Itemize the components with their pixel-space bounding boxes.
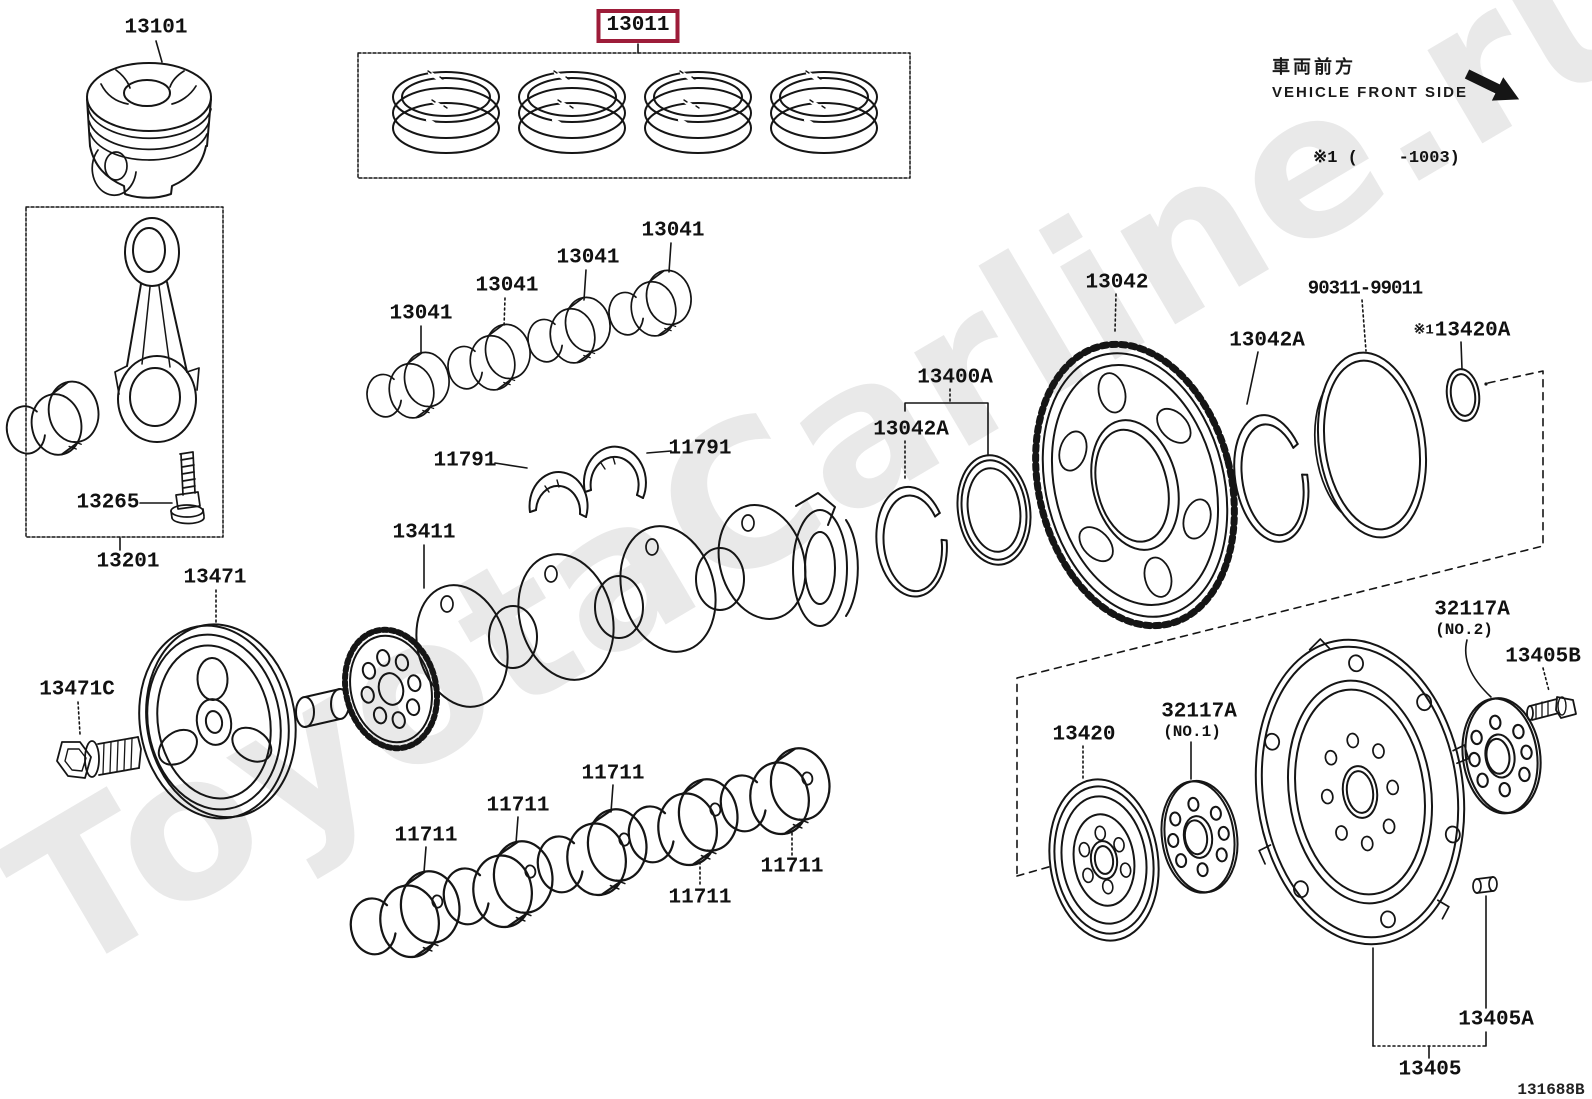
ring-gear-drawing [1032, 340, 1238, 630]
thrust-washer-1 [528, 471, 589, 518]
part-label-11711-2[interactable]: 11711 [486, 794, 550, 818]
part-label-13471[interactable]: 13471 [183, 566, 247, 590]
part-label-90311-99011[interactable]: 90311-99011 [1307, 277, 1423, 300]
part-label-13420A[interactable]: ※113420A [1413, 319, 1511, 343]
part-label-13405B[interactable]: 13405B [1505, 645, 1581, 669]
vehicle-front-label-jp: 車両前方 [1272, 57, 1356, 77]
ring-13420a-drawing [1445, 368, 1481, 422]
ring-set-4 [769, 69, 879, 155]
crankshaft-drawing [295, 492, 859, 752]
drive-plate-bolt-drawing [1526, 696, 1577, 721]
vehicle-front-label-en: VEHICLE FRONT SIDE [1272, 84, 1469, 101]
sensor-plate-ring-drawing [956, 454, 1032, 566]
note-ref-mark: ※1 [1413, 322, 1434, 339]
part-label-13265[interactable]: 13265 [76, 491, 140, 515]
part-label-13471C[interactable]: 13471C [39, 678, 115, 702]
part-label-13405A[interactable]: 13405A [1458, 1008, 1534, 1032]
main-bearing-5 [715, 745, 836, 842]
connecting-rod-box [0, 206, 224, 538]
part-label-13041-4[interactable]: 13041 [641, 219, 705, 243]
spacer-no2-drawing [1454, 692, 1549, 820]
part-label-13400A[interactable]: 13400A [917, 366, 993, 390]
crankshaft-pulley-drawing [138, 623, 297, 820]
ring-set-1 [391, 69, 501, 155]
spacer-no1-drawing [1153, 775, 1246, 899]
drive-plate-drawing [1254, 638, 1470, 946]
part-label-32117A-no1[interactable]: 32117A [1161, 700, 1237, 724]
pin-drawing [1472, 876, 1498, 894]
dashed-plane [1016, 370, 1544, 877]
diagram-code: 131688B [1517, 1081, 1585, 1099]
part-label-32117A-no2[interactable]: 32117A [1434, 598, 1510, 622]
part-sublabel-no2: (NO.2) [1435, 621, 1493, 639]
dash-start-dot [1484, 382, 1488, 386]
part-label-13405[interactable]: 13405 [1398, 1058, 1462, 1082]
part-sublabel-no1: (NO.1) [1163, 723, 1221, 741]
rod-bearing-in-box [0, 376, 106, 465]
part-label-11791-1[interactable]: 11791 [433, 449, 497, 473]
part-label-13101[interactable]: 13101 [124, 16, 188, 40]
thrust-washer-2 [582, 445, 647, 499]
part-label-13420[interactable]: 13420 [1052, 723, 1116, 747]
part-label-13042A-1[interactable]: 13042A [873, 418, 949, 442]
vehicle-front-arrow-icon [1464, 69, 1520, 101]
leader-lines [77, 40, 1550, 1059]
ring-set-2 [517, 69, 627, 155]
part-label-11711-1[interactable]: 11711 [394, 824, 458, 848]
main-bearing-3 [532, 806, 653, 903]
ring-set-3 [643, 69, 753, 155]
pulley-bolt-drawing [56, 736, 142, 779]
part-label-11711-4[interactable]: 11711 [668, 886, 732, 910]
part-label-11791-2[interactable]: 11791 [668, 437, 732, 461]
ring-set-box [357, 52, 911, 179]
part-label-13041-2[interactable]: 13041 [475, 274, 539, 298]
crank-angle-ring-2-drawing [1233, 414, 1310, 543]
part-label-11711-3[interactable]: 11711 [581, 762, 645, 786]
part-label-13011-highlighted[interactable]: 13011 [596, 9, 680, 43]
rod-bearing-1 [360, 348, 456, 427]
rod-bearing-3 [521, 293, 617, 372]
part-label-13411[interactable]: 13411 [392, 521, 456, 545]
part-label-13041-1[interactable]: 13041 [389, 302, 453, 326]
part-label-13201[interactable]: 13201 [96, 550, 160, 574]
part-label-13042[interactable]: 13042 [1085, 271, 1149, 295]
part-label-13042A-2[interactable]: 13042A [1229, 329, 1305, 353]
crank-angle-ring-1-drawing [875, 485, 948, 598]
note-range: ※1 ( -1003) [1313, 149, 1460, 168]
rod-bearing-4 [602, 266, 698, 345]
piston-drawing [86, 62, 212, 199]
part-label-11711-5[interactable]: 11711 [760, 855, 824, 879]
rod-bearing-2 [441, 320, 537, 399]
connecting-rod-drawing [114, 217, 200, 443]
oil-seal-drawing [1313, 351, 1428, 539]
part-label-13041-3[interactable]: 13041 [556, 246, 620, 270]
rod-bolt-drawing [170, 451, 205, 525]
damper-pulley-drawing [1048, 778, 1160, 942]
